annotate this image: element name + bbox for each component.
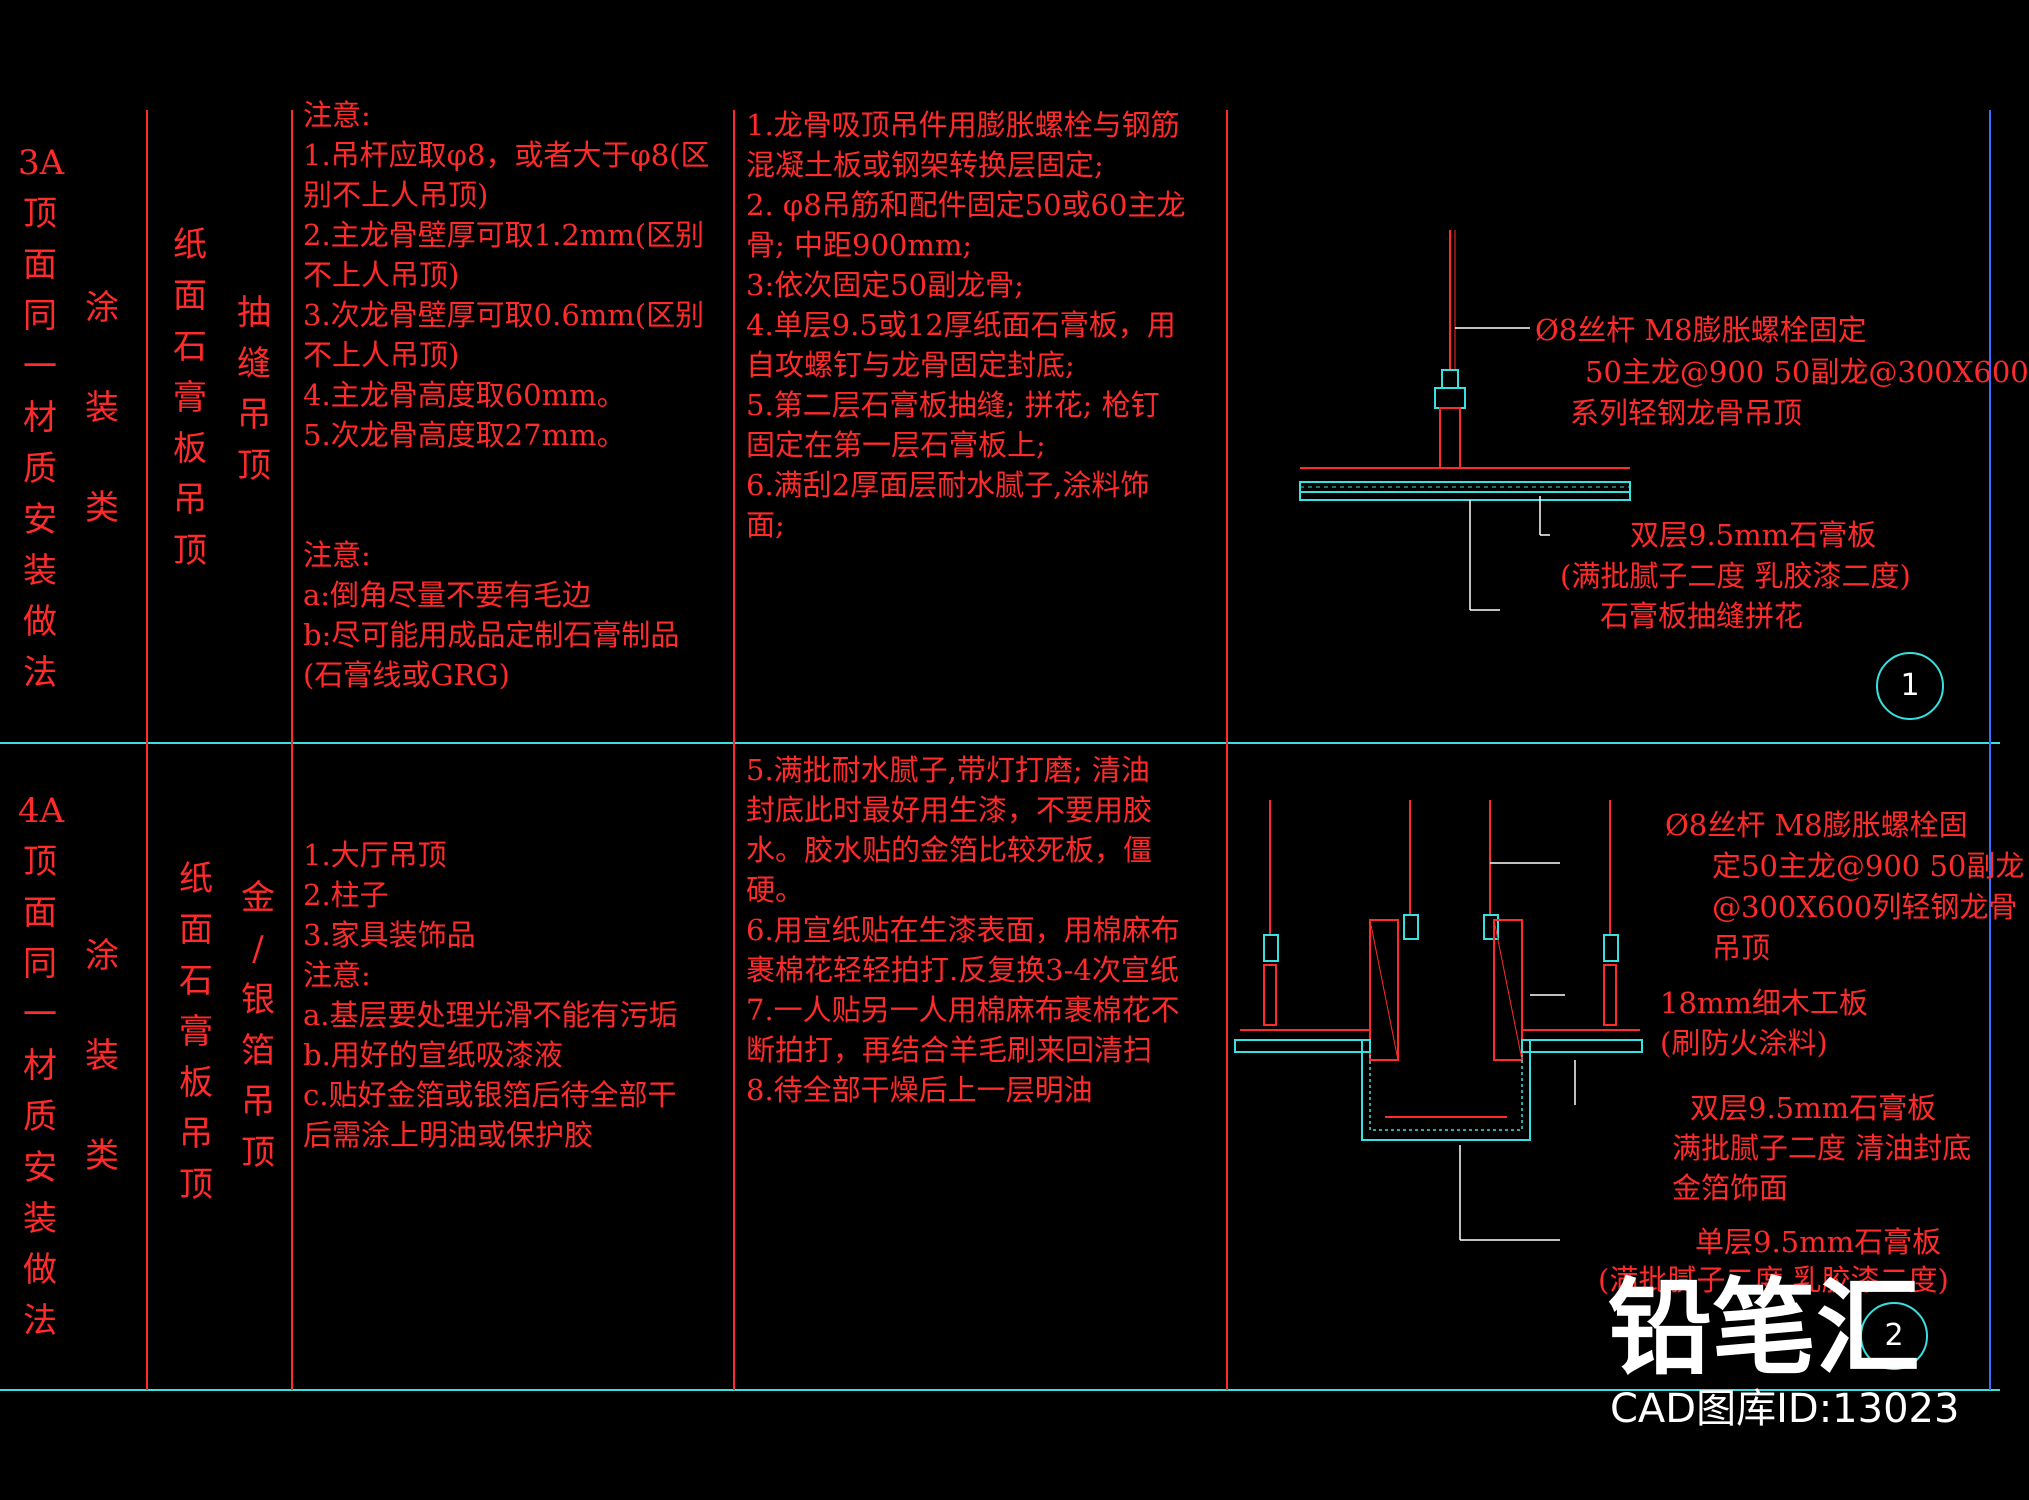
row2-steps: 5.满批耐水腻子,带灯打磨; 清油封底此时最好用生漆，不要用胶水。胶水贴的金箔比…	[746, 753, 1180, 1107]
row2-label-keel-1: 定50主龙@900 50副龙	[1712, 849, 2025, 883]
row1-section-drawing	[1299, 230, 1631, 611]
row2-label-board: 双层9.5mm石膏板	[1690, 1091, 1937, 1125]
row1-steps: 1.龙骨吸顶吊件用膨胀螺栓与钢筋混凝土板或钢架转换层固定;2. φ8吊筋和配件固…	[746, 108, 1186, 542]
row2-label-fireproof: (刷防火涂料)	[1660, 1026, 1828, 1060]
row2-label-rod: Ø8丝杆 M8膨胀螺栓固	[1665, 808, 1968, 842]
row2-label-finish: 满批腻子二度 清油封底	[1672, 1131, 1972, 1165]
row2-section-drawing	[1234, 800, 1643, 1241]
brand-logo: 铅笔汇	[1608, 1267, 1921, 1389]
row2-label-plywood: 18mm细木工板	[1660, 986, 1868, 1020]
row1-notes: 注意:1.吊杆应取φ8，或者大于φ8(区别不上人吊顶)2.主龙骨壁厚可取1.2m…	[303, 98, 710, 692]
row1-material-col: 纸面石膏板吊顶	[173, 225, 207, 571]
row1-label-board: 双层9.5mm石膏板	[1630, 518, 1877, 552]
row2-category-col: 涂装类	[85, 936, 119, 1176]
row2-label-keel-3: 吊顶	[1712, 931, 1771, 965]
row2-label-gold: 金箔饰面	[1672, 1171, 1789, 1205]
row2-detail-number: 2	[1860, 1302, 1928, 1370]
row2-label-keel-2: @300X600列轻钢龙骨	[1712, 890, 2018, 924]
row2-label-single-finish: (满批腻子二度 乳胶漆二度)	[1598, 1263, 1949, 1297]
row1-label-keel: 50主龙@900 50副龙@300X600	[1585, 355, 2029, 389]
row2-type-col: 金/银箔吊顶	[241, 878, 275, 1173]
row2-label-single-board: 单层9.5mm石膏板	[1695, 1225, 1942, 1259]
row2-material-col: 纸面石膏板吊顶	[179, 859, 213, 1205]
row1-label-finish: (满批腻子二度 乳胶漆二度)	[1560, 559, 1911, 593]
row1-label-joint: 石膏板抽缝拼花	[1600, 599, 1804, 633]
row1-type-col: 抽缝吊顶	[237, 293, 271, 486]
row1-label-rod: Ø8丝杆 M8膨胀螺栓固定	[1535, 313, 1867, 347]
row1-label-system: 系列轻钢龙骨吊顶	[1570, 396, 1803, 430]
row1-category-col: 涂装类	[85, 288, 119, 528]
brand-id: CAD图库ID:13023	[1610, 1386, 1960, 1432]
row1-detail-number: 1	[1876, 652, 1944, 720]
